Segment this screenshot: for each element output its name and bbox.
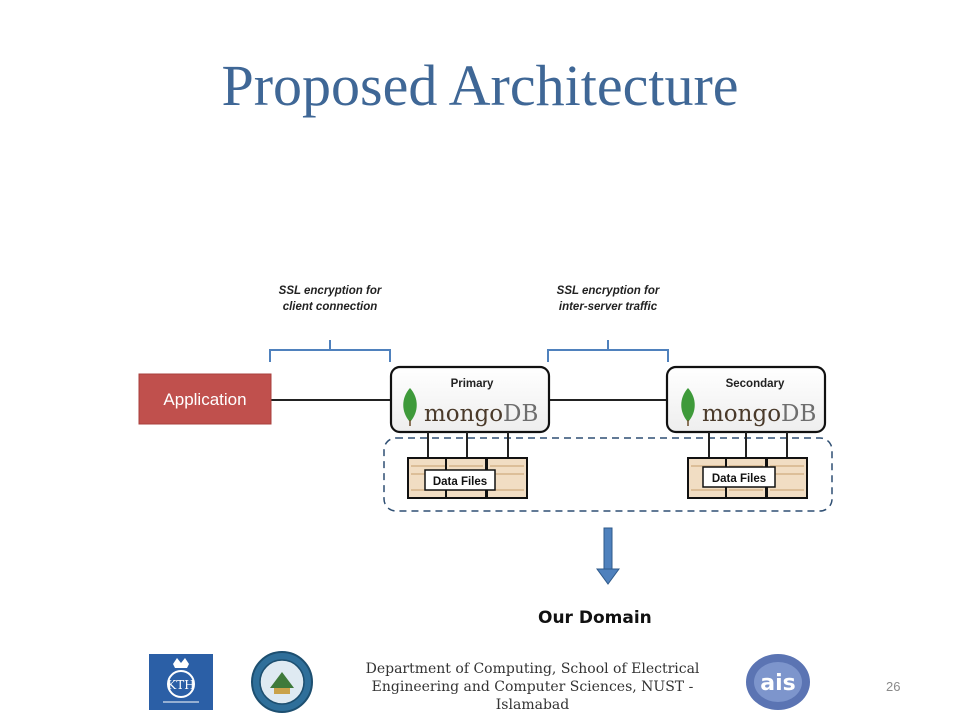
primary-data-files-label: Data Files [433,476,487,488]
kth-logo-text: KTH [167,678,194,692]
mongodb-leaf-icon [681,388,695,422]
ssl-client-brace [269,340,391,362]
db-text-primary: DB [503,401,538,427]
footer-line-1: Department of Computing, School of Elect… [365,661,700,677]
application-box [138,373,272,425]
svg-text:mongoDB: mongoDB [702,401,816,427]
mongodb-leaf-icon [403,388,417,422]
secondary-data-files-label: Data Files [712,473,766,485]
our-domain-label: Our Domain [538,608,652,628]
ssl-client-label-line2: client connection [283,301,378,313]
down-arrow-icon [596,527,620,585]
primary-node: Primary mongoDB [389,365,551,434]
ais-logo: ais [744,652,812,712]
slide-title: Proposed Architecture [221,53,739,118]
kth-logo: KTH [149,654,213,710]
application-label: Application [163,390,246,409]
ssl-client-label-line1: SSL encryption for [279,285,382,297]
mongo-text-primary: mongo [424,401,503,427]
ssl-server-label-line2: inter-server traffic [559,301,658,313]
mongo-text-secondary: mongo [702,401,781,427]
page-number: 26 [886,679,901,694]
primary-label: Primary [451,378,494,390]
our-domain-region [383,437,833,512]
footer-line-3: Islamabad [495,697,570,713]
secondary-node: Secondary mongoDB [665,365,827,434]
ssl-server-label-line1: SSL encryption for [557,285,660,297]
db-text-secondary: DB [781,401,816,427]
ssl-server-brace [547,340,669,362]
primary-data-files: Data Files [407,457,528,499]
nust-logo [246,650,318,714]
ais-logo-text: ais [760,671,795,696]
footer-department-text: Department of Computing, School of Elect… [345,660,720,714]
svg-text:mongoDB: mongoDB [424,401,538,427]
secondary-label: Secondary [726,378,785,390]
secondary-data-files: Data Files [687,457,808,499]
footer-line-2: Engineering and Computer Sciences, NUST … [371,679,694,695]
